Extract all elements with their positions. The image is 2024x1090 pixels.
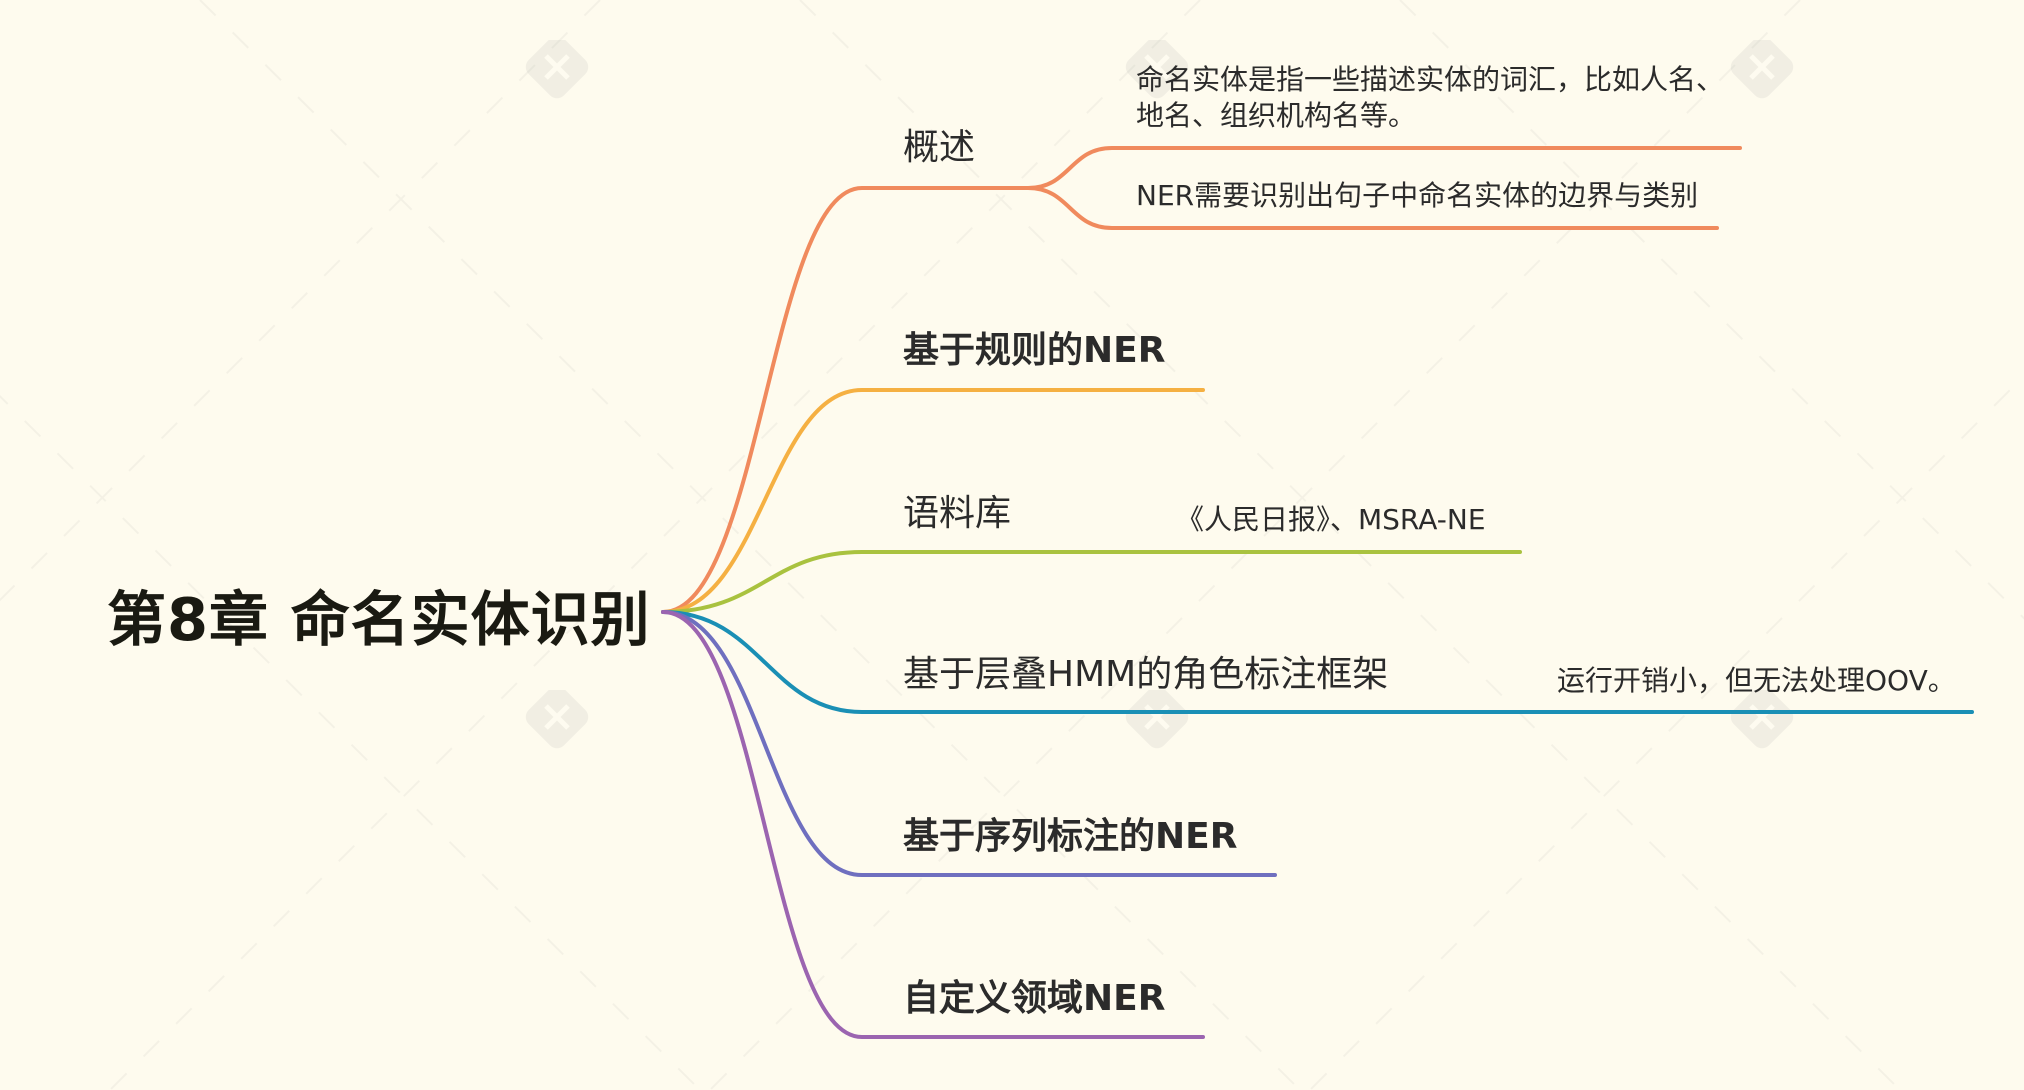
subtopic-line: NER需要识别出句子中命名实体的边界与类别: [1136, 179, 1699, 212]
topic-corpus[interactable]: 语料库: [903, 493, 1012, 534]
subtopic-corpus-list[interactable]: 《人民日报》、MSRA-NE: [1176, 502, 1486, 538]
subtopic-overview-definition[interactable]: 命名实体是指一些描述实体的词汇，比如人名、 地名、组织机构名等。: [1136, 62, 1724, 134]
xmind-logo-icon: [525, 40, 589, 99]
subtopic-line: 地名、组织机构名等。: [1136, 99, 1417, 132]
subtopic-line: 命名实体是指一些描述实体的词汇，比如人名、: [1136, 63, 1725, 96]
subtopic-hmm-note[interactable]: 运行开销小，但无法处理OOV。: [1557, 663, 1956, 699]
connector-overview-sub2: [1026, 186, 1719, 230]
connector-hmm: [661, 610, 1974, 714]
subtopic-overview-ner-task[interactable]: NER需要识别出句子中命名实体的边界与类别: [1136, 178, 1698, 214]
topic-sequence-ner[interactable]: 基于序列标注的NER: [903, 816, 1238, 857]
topic-rule-ner[interactable]: 基于规则的NER: [903, 330, 1166, 371]
topic-custom-ner[interactable]: 自定义领域NER: [903, 978, 1166, 1019]
xmind-logo-icon: [1730, 690, 1794, 749]
xmind-logo-icon: [1730, 40, 1794, 99]
topic-overview[interactable]: 概述: [903, 127, 976, 168]
xmind-logo-icon: [1125, 40, 1189, 99]
connector-seq-ner: [661, 610, 1277, 877]
connector-custom-ner: [661, 610, 1205, 1039]
subtopic-line: 《人民日报》、MSRA-NE: [1176, 503, 1486, 536]
connector-overview: [661, 186, 1030, 614]
connector-corpus: [661, 550, 1522, 614]
xmind-logo-icon: [1125, 690, 1189, 749]
subtopic-line: 运行开销小，但无法处理OOV。: [1557, 664, 1956, 697]
topic-hmm-framework[interactable]: 基于层叠HMM的角色标注框架: [903, 654, 1389, 695]
connector-rule-ner: [661, 388, 1205, 614]
root-topic[interactable]: 第8章 命名实体识别: [107, 585, 651, 654]
connector-overview-sub1: [1026, 146, 1742, 190]
xmind-logo-icon: [525, 690, 589, 749]
